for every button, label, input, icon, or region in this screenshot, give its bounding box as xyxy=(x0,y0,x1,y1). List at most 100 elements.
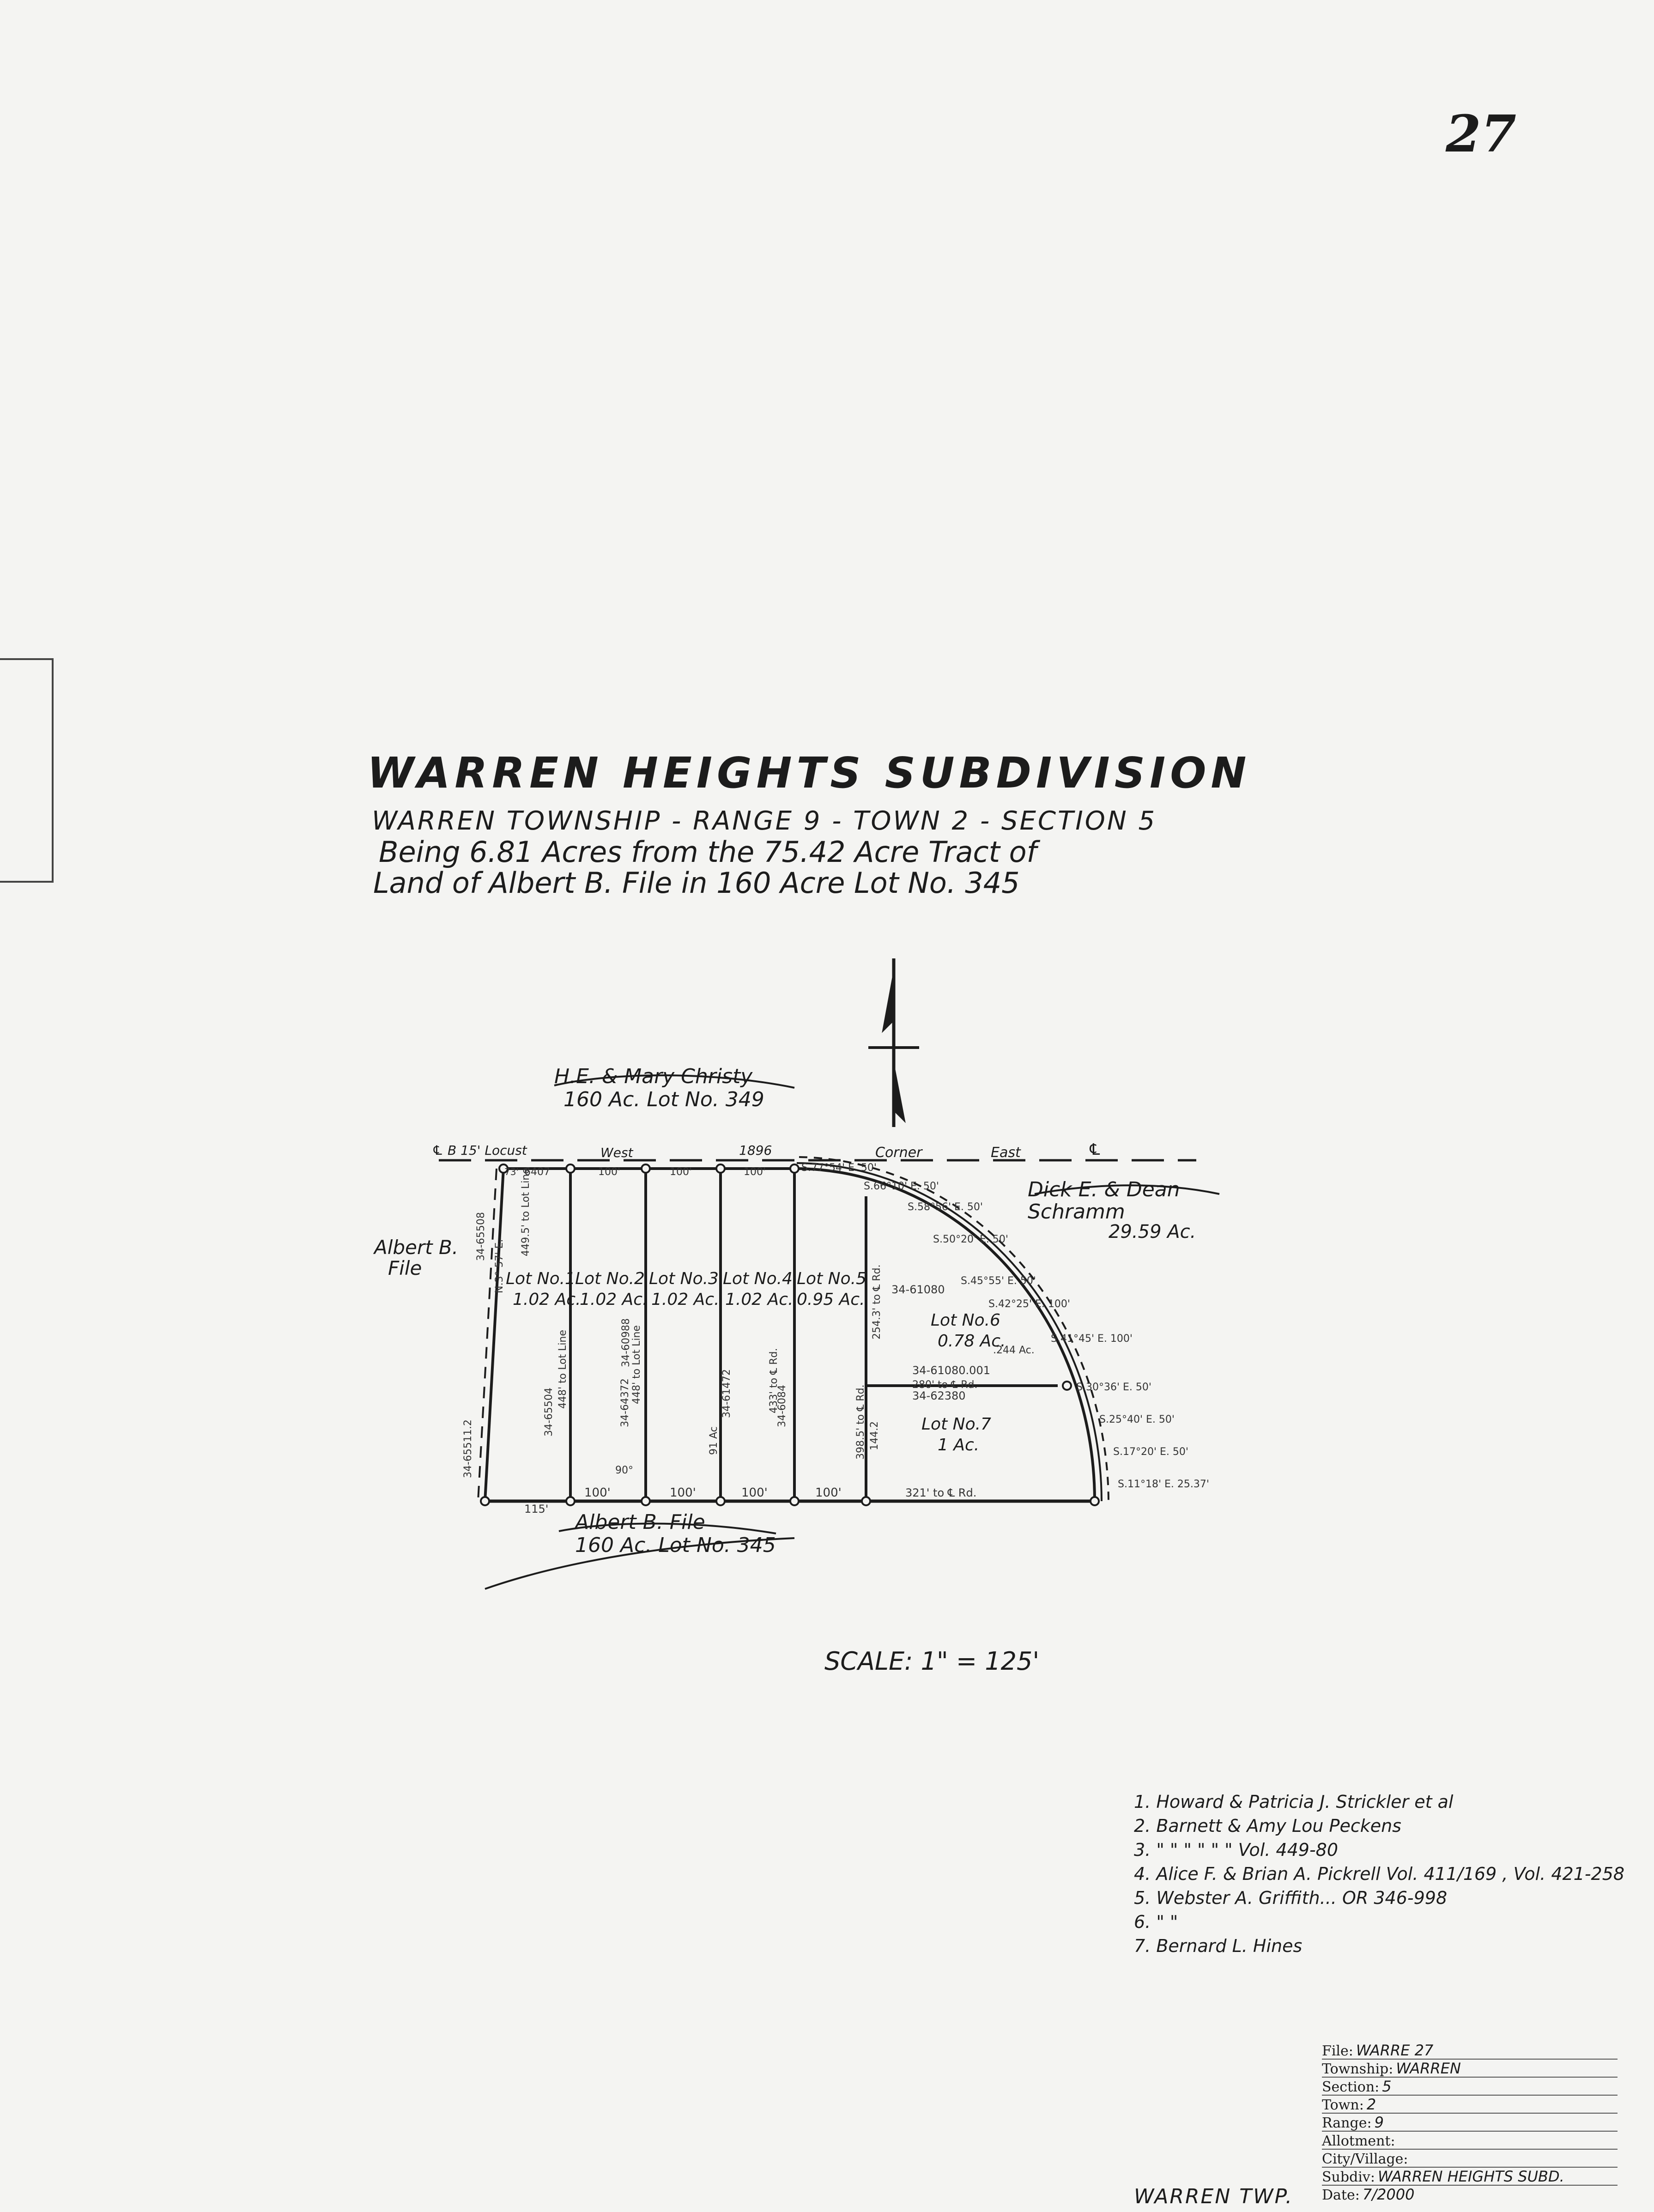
road-label: 1896 xyxy=(739,1143,772,1158)
svg-text:34-60988: 34-60988 xyxy=(620,1318,632,1367)
lot-acres: 1.02 Ac. xyxy=(725,1290,793,1309)
svg-text:S.45°55' E. 50': S.45°55' E. 50' xyxy=(961,1275,1036,1287)
svg-text:115': 115' xyxy=(524,1503,548,1515)
svg-text:433' to ℄ Rd.: 433' to ℄ Rd. xyxy=(768,1348,780,1413)
owner-entry: 4. Alice F. & Brian A. Pickrell Vol. 411… xyxy=(1134,1864,1625,1884)
svg-text:6407: 6407 xyxy=(524,1166,550,1178)
svg-text:34-6084: 34-6084 xyxy=(776,1385,788,1427)
file-row: City/Village: xyxy=(1322,2150,1618,2168)
lot-name: Lot No.1 xyxy=(506,1269,576,1288)
svg-text:S.66°10' E. 50': S.66°10' E. 50' xyxy=(864,1181,939,1192)
lot-name: Lot No.7 xyxy=(921,1415,991,1434)
map-scale: SCALE: 1" = 125' xyxy=(824,1647,1040,1676)
svg-text:S.11°18' E. 25.37': S.11°18' E. 25.37' xyxy=(1118,1479,1209,1490)
svg-text:34-61080.001: 34-61080.001 xyxy=(912,1364,990,1377)
owner-list: 1. Howard & Patricia J. Strickler et al … xyxy=(1134,1790,1624,1958)
svg-text:280' to ℄ Rd.: 280' to ℄ Rd. xyxy=(912,1379,977,1391)
west-owner: File xyxy=(388,1257,422,1279)
file-info-box: File:WARRE 27 Township:WARREN Section:5 … xyxy=(1322,2042,1618,2203)
svg-text:100': 100' xyxy=(741,1486,768,1500)
svg-text:S.17°20' E. 50': S.17°20' E. 50' xyxy=(1113,1446,1188,1458)
svg-text:S.77°54' E. 50': S.77°54' E. 50' xyxy=(801,1162,877,1174)
east-owner: Schramm xyxy=(1028,1200,1125,1224)
svg-text:34-65511.2: 34-65511.2 xyxy=(462,1419,474,1478)
svg-text:34-65508: 34-65508 xyxy=(475,1212,487,1261)
file-row: Township:WARREN xyxy=(1322,2060,1618,2078)
svg-text:398.5' to ℄ Rd.: 398.5' to ℄ Rd. xyxy=(855,1385,866,1460)
svg-text:S.50°20' E. 50': S.50°20' E. 50' xyxy=(933,1234,1008,1245)
svg-text:321' to ℄ Rd.: 321' to ℄ Rd. xyxy=(905,1486,976,1499)
owner-entry: 5. Webster A. Griffith... OR 346-998 xyxy=(1134,1888,1448,1908)
svg-text:34-62380: 34-62380 xyxy=(912,1389,966,1402)
owner-entry: 3. " " " " " " Vol. 449-80 xyxy=(1134,1840,1339,1860)
lot-acres: 1.02 Ac. xyxy=(580,1290,648,1309)
svg-text:34-61472: 34-61472 xyxy=(721,1369,733,1418)
svg-text:100': 100' xyxy=(670,1486,696,1500)
survey-monuments xyxy=(480,1164,1100,1506)
svg-text:100': 100' xyxy=(815,1486,842,1500)
svg-text:90°: 90° xyxy=(615,1465,633,1476)
lot-acres: 0.78 Ac. xyxy=(938,1332,1006,1351)
road-label: East xyxy=(991,1145,1021,1161)
svg-text:91 Ac: 91 Ac xyxy=(708,1426,720,1455)
owner-entry: 7. Bernard L. Hines xyxy=(1134,1936,1303,1956)
file-row: Allotment: xyxy=(1322,2132,1618,2150)
lot-acres: 1 Ac. xyxy=(938,1436,979,1454)
margin-tab xyxy=(0,658,54,883)
description-line: Being 6.81 Acres from the 75.42 Acre Tra… xyxy=(379,835,1037,869)
lot-line-notes: 449.5' to Lot Line 448' to Lot Line 448'… xyxy=(462,1168,1035,1478)
lot-lines xyxy=(569,1169,1058,1501)
strike-marks xyxy=(485,1074,1220,1590)
road-label: Corner xyxy=(875,1145,923,1161)
svg-text:144.2: 144.2 xyxy=(869,1421,880,1450)
road-centerline-mark: ℄ B 15' Locust xyxy=(432,1143,527,1158)
owner-entry: 6. " " xyxy=(1134,1912,1178,1932)
file-row: Range:9 xyxy=(1322,2114,1618,2132)
svg-text:S.30°36' E. 50': S.30°36' E. 50' xyxy=(1076,1382,1151,1393)
north-arrow-icon xyxy=(868,958,919,1127)
south-lot: 160 Ac. Lot No. 345 xyxy=(575,1533,776,1557)
svg-text:S.25°40' E. 50': S.25°40' E. 50' xyxy=(1099,1414,1175,1425)
parcel-ids: 34-65508 34-65504 34-64372 34-60988 34-6… xyxy=(475,1212,990,1436)
svg-text:449.5' to Lot Line: 449.5' to Lot Line xyxy=(520,1168,532,1256)
west-owner: Albert B. xyxy=(373,1236,458,1259)
svg-text:34-65504: 34-65504 xyxy=(543,1388,555,1436)
file-row: Subdiv:WARREN HEIGHTS SUBD. xyxy=(1322,2168,1618,2186)
svg-text:100': 100' xyxy=(584,1486,611,1500)
svg-text:S.58°56' E. 50': S.58°56' E. 50' xyxy=(908,1201,983,1213)
north-owner: H.E. & Mary Christy xyxy=(554,1065,753,1088)
svg-text:100': 100' xyxy=(598,1166,620,1178)
lot-acres: 0.95 Ac. xyxy=(797,1290,865,1309)
svg-text:100': 100' xyxy=(670,1166,692,1178)
svg-text:34-64372: 34-64372 xyxy=(619,1378,631,1427)
page-subtitle: WARREN TOWNSHIP - RANGE 9 - TOWN 2 - SEC… xyxy=(372,806,1157,836)
lot-acres: 1.02 Ac. xyxy=(651,1290,719,1309)
owner-entry: 1. Howard & Patricia J. Strickler et al xyxy=(1134,1792,1454,1812)
lot-acres: 1.02 Ac. xyxy=(513,1290,581,1309)
lot-name: Lot No.4 xyxy=(723,1269,793,1288)
east-acres: 29.59 Ac. xyxy=(1109,1221,1196,1242)
svg-text:N.3° 57' E.: N.3° 57' E. xyxy=(494,1239,505,1293)
lot-name: Lot No.6 xyxy=(931,1311,1000,1330)
road-label: West xyxy=(600,1145,634,1160)
svg-text:448' to Lot Line: 448' to Lot Line xyxy=(557,1330,569,1409)
svg-text:.244 Ac.: .244 Ac. xyxy=(993,1345,1035,1356)
file-row: Section:5 xyxy=(1322,2078,1618,2096)
file-row: Date:7/2000 xyxy=(1322,2186,1415,2203)
lot-name: Lot No.5 xyxy=(797,1269,866,1288)
lot-name: Lot No.3 xyxy=(649,1269,719,1288)
svg-text:448' to Lot Line: 448' to Lot Line xyxy=(631,1325,642,1404)
frontage-dimensions: 73' 6407 100' 100' 100' 115' 100' 100' 1… xyxy=(504,1166,976,1515)
svg-text:100': 100' xyxy=(744,1166,766,1178)
owner-entry: 2. Barnett & Amy Lou Peckens xyxy=(1134,1816,1401,1836)
lot-name: Lot No.2 xyxy=(575,1269,645,1288)
svg-text:S.41°45' E. 100': S.41°45' E. 100' xyxy=(1051,1333,1133,1345)
file-row: File:WARRE 27 xyxy=(1322,2042,1618,2060)
sheet-number: 27 xyxy=(1446,104,1517,164)
svg-text:254.3' to ℄ Rd.: 254.3' to ℄ Rd. xyxy=(871,1265,883,1339)
footer-township: WARREN TWP. xyxy=(1134,2185,1294,2208)
lot-labels: Lot No.1 1.02 Ac. Lot No.2 1.02 Ac. Lot … xyxy=(506,1269,1006,1454)
south-owner: Albert B. File xyxy=(574,1510,705,1534)
